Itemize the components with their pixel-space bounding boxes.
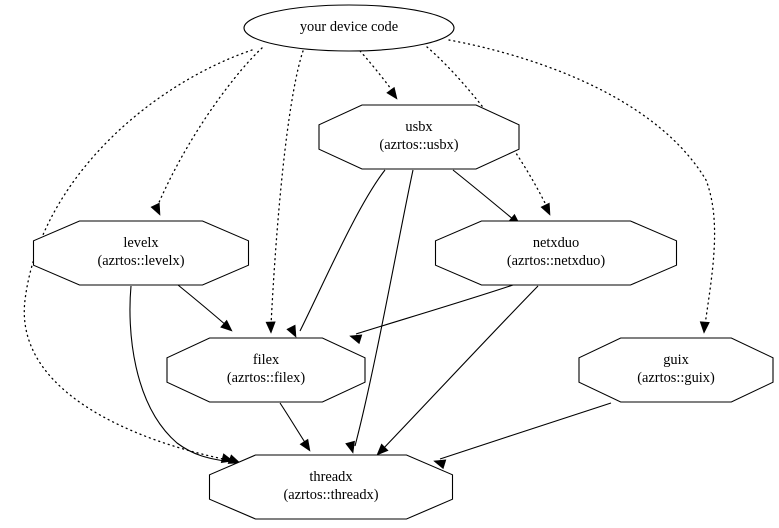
- node-label-line1-levelx: levelx: [123, 235, 159, 251]
- edge-filex-to-threadx: [279, 402, 307, 445]
- edge-netxduo-to-filex: [355, 284, 514, 335]
- node-label-filex: filex(azrtos::filex): [227, 352, 306, 386]
- node-label-line2-guix: (azrtos::guix): [637, 370, 715, 386]
- edge-netxduo-to-threadx: [381, 285, 539, 451]
- arrowhead-threadx_levelx: [227, 454, 241, 464]
- node-filex[interactable]: filex(azrtos::filex): [166, 337, 366, 403]
- node-threadx[interactable]: threadx(azrtos::threadx): [208, 454, 454, 520]
- node-label-line2-netxduo: (azrtos::netxduo): [507, 253, 606, 269]
- node-guix[interactable]: guix(azrtos::guix): [578, 337, 774, 403]
- node-label-line2-filex: (azrtos::filex): [227, 370, 306, 386]
- arrowhead-threadx_filex: [299, 438, 311, 452]
- node-label-levelx: levelx(azrtos::levelx): [97, 235, 184, 269]
- node-label-usbx: usbx(azrtos::usbx): [379, 119, 458, 153]
- edge-device-to-guix: [448, 39, 716, 326]
- edge-device-to-filex: [270, 50, 304, 326]
- node-label-line1-device: your device code: [300, 19, 398, 35]
- node-levelx[interactable]: levelx(azrtos::levelx): [32, 220, 250, 286]
- node-shape-netxduo: [434, 220, 678, 286]
- node-label-line2-usbx: (azrtos::usbx): [379, 137, 458, 153]
- arrowhead-guix: [699, 321, 710, 334]
- node-shape-guix: [578, 337, 774, 403]
- node-label-line1-filex: filex: [253, 352, 280, 368]
- node-label-line1-netxduo: netxduo: [533, 235, 579, 251]
- edges-layer: [23, 39, 716, 463]
- arrowhead-netxduo: [540, 202, 551, 216]
- edge-usbx-to-filex: [299, 169, 386, 332]
- node-usbx[interactable]: usbx(azrtos::usbx): [318, 104, 520, 170]
- edge-guix-to-threadx: [439, 402, 612, 460]
- node-shape-filex: [166, 337, 366, 403]
- arrowhead-threadx_guix: [433, 459, 447, 470]
- edge-levelx-to-threadx: [129, 285, 233, 463]
- node-netxduo[interactable]: netxduo(azrtos::netxduo): [434, 220, 678, 286]
- arrowhead-filex: [265, 321, 276, 334]
- arrowhead-filex_usbx: [286, 324, 297, 338]
- arrowheads-layer: [150, 86, 710, 470]
- node-label-device: your device code: [300, 19, 398, 35]
- arrowhead-threadx_netx: [376, 443, 389, 456]
- nodes-layer: your device codeusbx(azrtos::usbx)levelx…: [32, 4, 774, 520]
- node-label-guix: guix(azrtos::guix): [637, 352, 715, 386]
- arrowhead-filex_netxduo: [349, 334, 363, 345]
- node-label-line1-threadx: threadx: [309, 469, 353, 485]
- edge-usbx-to-netxduo: [452, 169, 515, 221]
- node-label-threadx: threadx(azrtos::threadx): [283, 469, 378, 503]
- node-label-line2-threadx: (azrtos::threadx): [283, 487, 378, 503]
- node-label-line2-levelx: (azrtos::levelx): [97, 253, 184, 269]
- edge-usbx-to-threadx: [354, 169, 414, 447]
- node-shape-levelx: [32, 220, 250, 286]
- node-label-line1-usbx: usbx: [405, 119, 433, 135]
- arrowhead-levelx: [150, 202, 161, 216]
- arrowhead-filex_levelx: [220, 319, 233, 332]
- edge-levelx-to-filex: [177, 284, 228, 327]
- node-device[interactable]: your device code: [243, 4, 455, 52]
- node-shape-usbx: [318, 104, 520, 170]
- arrowhead-threadx_usbx: [345, 440, 355, 454]
- node-shape-device: [243, 4, 455, 52]
- edge-device-to-usbx: [359, 50, 395, 94]
- node-shape-threadx: [208, 454, 454, 520]
- arrowhead-usbx: [386, 86, 398, 100]
- node-label-line1-guix: guix: [663, 352, 689, 368]
- node-label-netxduo: netxduo(azrtos::netxduo): [507, 235, 606, 269]
- edge-device-to-levelx: [156, 47, 263, 208]
